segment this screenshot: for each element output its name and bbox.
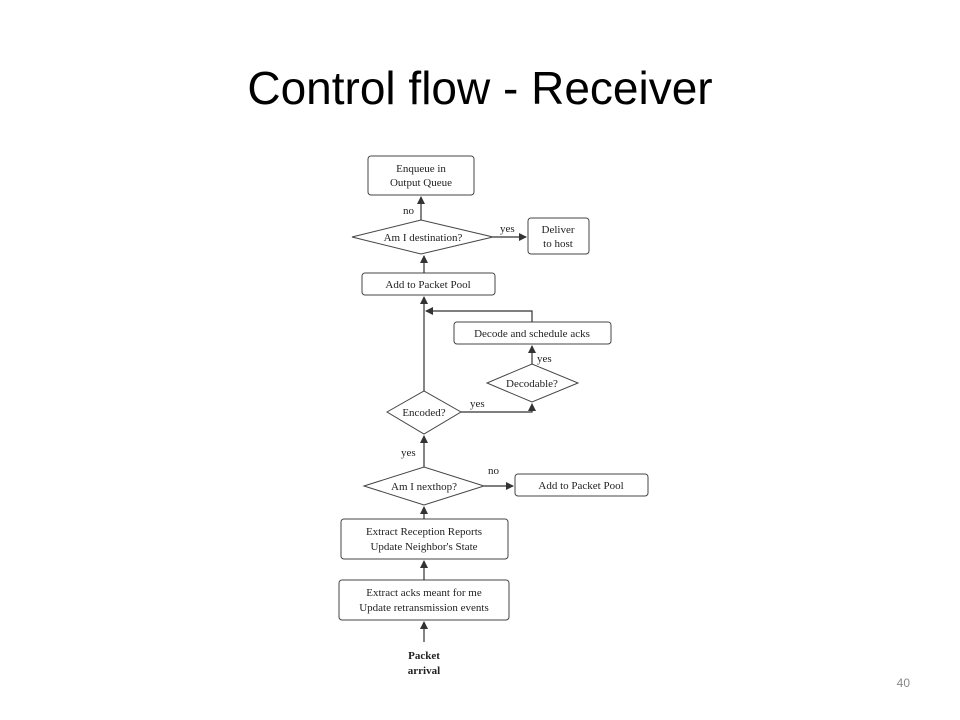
node-decode-and-schedule-acks: Decode and schedule acks [453,321,612,345]
node-enqueue-line-1: Enqueue in [396,163,446,175]
node-deliver-line-1: Deliver [542,224,575,236]
node-packet-arrival: Packet arrival [408,650,440,677]
slide-title: Control flow - Receiver [247,62,713,114]
decision-am-i-destination-label: Am I destination? [384,232,463,244]
node-deliver-to-host: Deliver to host [527,217,590,255]
node-extract-acks-line-1: Extract acks meant for me [366,587,482,599]
decision-am-i-nexthop-label: Am I nexthop? [391,481,457,493]
edge-label-encoded-yes: yes [470,398,485,410]
node-extract-reports-line-1: Extract Reception Reports [366,526,482,538]
node-packet-arrival-line-2: arrival [408,665,440,677]
edge-encoded-yes-to-decodable [461,403,536,413]
decision-am-i-destination: Am I destination? [351,219,494,255]
node-add-to-packet-pool-right: Add to Packet Pool [514,473,649,497]
node-enqueue-line-2: Output Queue [390,177,452,189]
node-enqueue-output-queue: Enqueue in Output Queue [367,155,475,196]
node-packet-arrival-line-1: Packet [408,650,440,662]
decision-encoded-label: Encoded? [402,407,445,419]
decision-encoded: Encoded? [386,390,462,435]
edge-label-nexthop-no: no [488,465,500,477]
decision-am-i-nexthop: Am I nexthop? [362,466,486,506]
decision-decodable: Decodable? [485,363,580,403]
node-add-pool-top-label: Add to Packet Pool [385,279,470,291]
node-extract-reception-reports: Extract Reception Reports Update Neighbo… [340,518,509,560]
node-extract-reports-line-2: Update Neighbor's State [370,541,477,553]
node-extract-acks: Extract acks meant for me Update retrans… [338,579,510,621]
node-add-pool-right-label: Add to Packet Pool [538,480,623,492]
node-add-to-packet-pool-top: Add to Packet Pool [361,272,496,296]
decision-decodable-label: Decodable? [506,378,558,390]
edge-label-dest-no: no [403,205,415,217]
node-decode-schedule-label: Decode and schedule acks [474,328,590,340]
edge-label-dest-yes: yes [500,223,515,235]
edge-label-decodable-yes: yes [537,353,552,365]
edge-label-nexthop-yes: yes [401,447,416,459]
edge-decode-to-main-line [425,307,533,322]
node-deliver-line-2: to host [543,238,573,250]
page-number: 40 [896,676,910,690]
node-extract-acks-line-2: Update retransmission events [359,602,489,614]
